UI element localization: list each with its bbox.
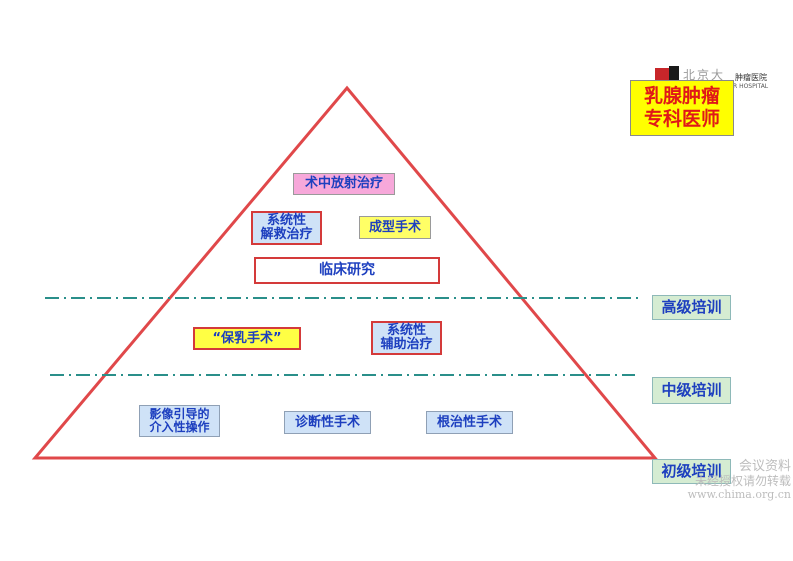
- level-basic: 初级培训: [652, 459, 731, 484]
- node-radical-surgery: 根治性手术: [426, 411, 513, 434]
- watermark-line-3: www.chima.org.cn: [687, 488, 791, 501]
- pyramid-triangle: [31, 85, 659, 460]
- node-systemic-adjuvant: 系统性 辅助治疗: [371, 321, 442, 355]
- node-diagnostic-surgery: 诊断性手术: [284, 411, 371, 434]
- level-advanced: 高级培训: [652, 295, 731, 320]
- logo-chinese-text: 肿瘤医院: [735, 73, 767, 82]
- title-line-2: 专科医师: [643, 108, 720, 130]
- node-intraop-radiotherapy: 术中放射治疗: [293, 173, 395, 195]
- title-line-1: 乳腺肿瘤: [643, 85, 720, 108]
- node-clinical-research: 临床研究: [254, 257, 440, 284]
- watermark-line-1: 会议资料: [738, 459, 791, 474]
- watermark-line-2: 未经授权请勿转载: [694, 474, 791, 488]
- watermark: 会议资料 未经授权请勿转载 www.chima.org.cn: [676, 460, 791, 504]
- logo-english-text: R HOSPITAL: [733, 83, 769, 90]
- level-intermediate: 中级培训: [652, 377, 731, 404]
- node-breast-conserving: “保乳手术”: [193, 327, 301, 350]
- node-plastic-surgery: 成型手术: [359, 216, 431, 239]
- node-systemic-salvage: 系统性 解救治疗: [251, 211, 322, 245]
- title-box: 乳腺肿瘤 专科医师: [630, 80, 734, 136]
- node-image-guided: 影像引导的 介入性操作: [139, 405, 220, 437]
